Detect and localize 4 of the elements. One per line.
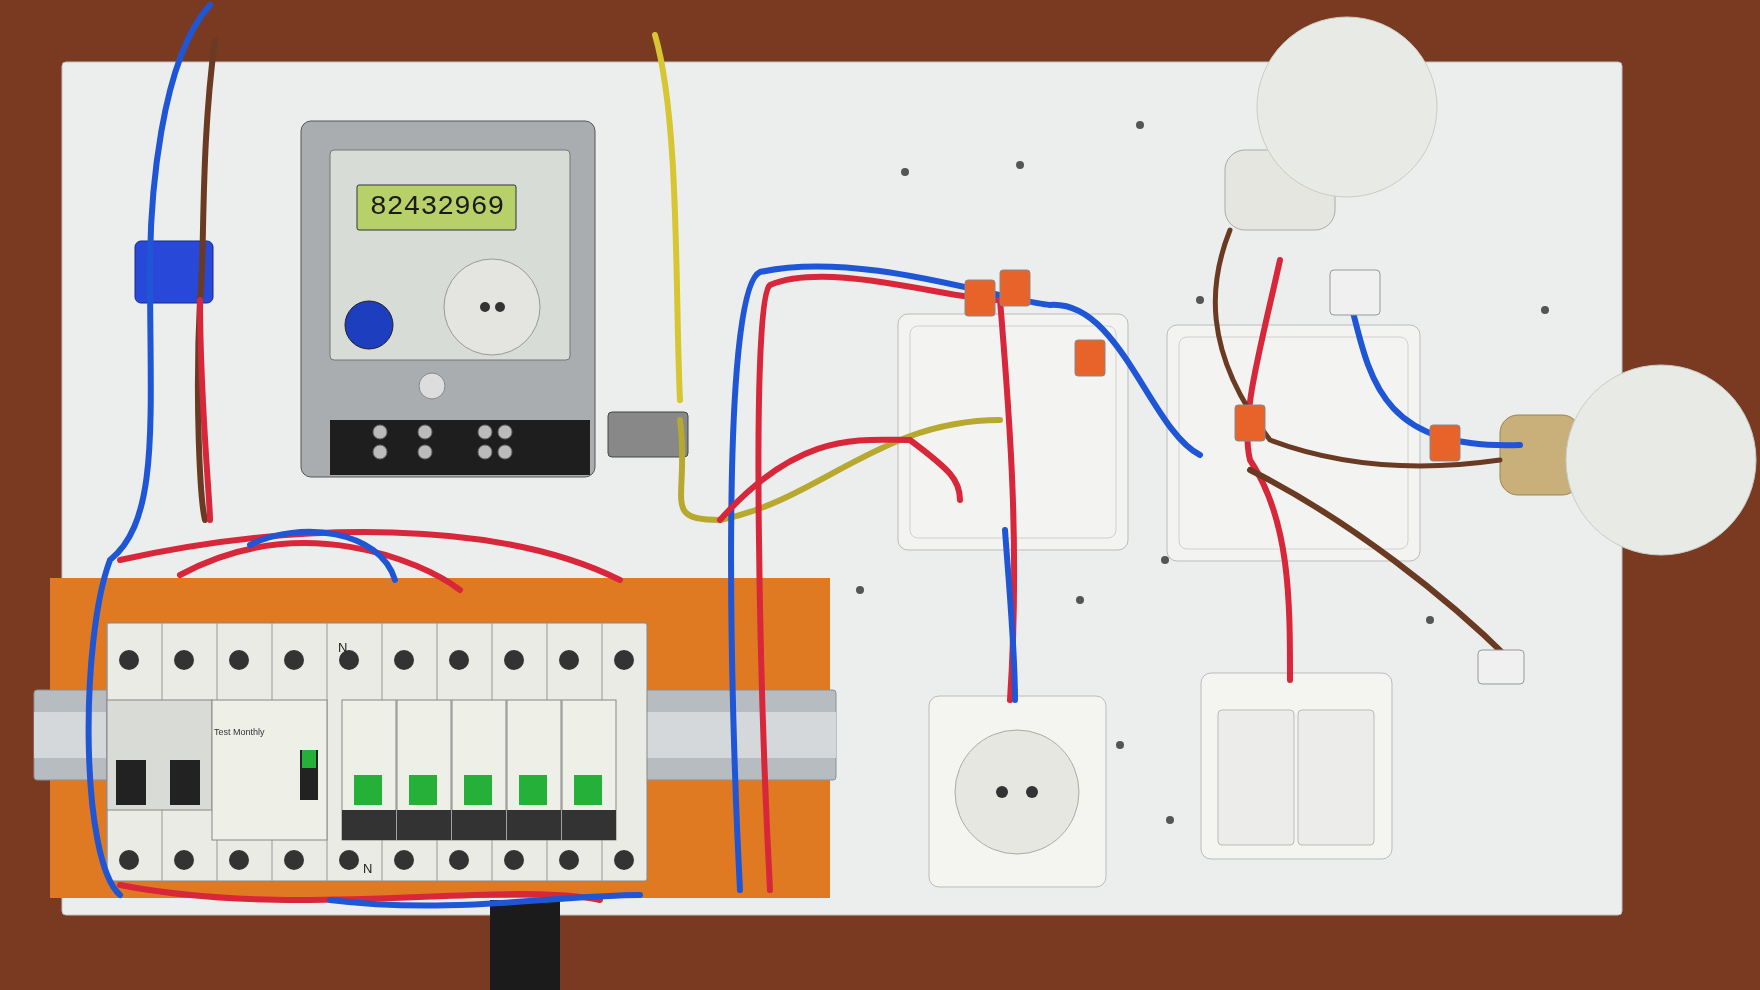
- device-label: Test Monthly: [214, 728, 265, 737]
- meter-reading: 82432969: [370, 193, 505, 221]
- terminal-marking: N: [363, 862, 373, 875]
- terminal-marking: N: [338, 641, 348, 654]
